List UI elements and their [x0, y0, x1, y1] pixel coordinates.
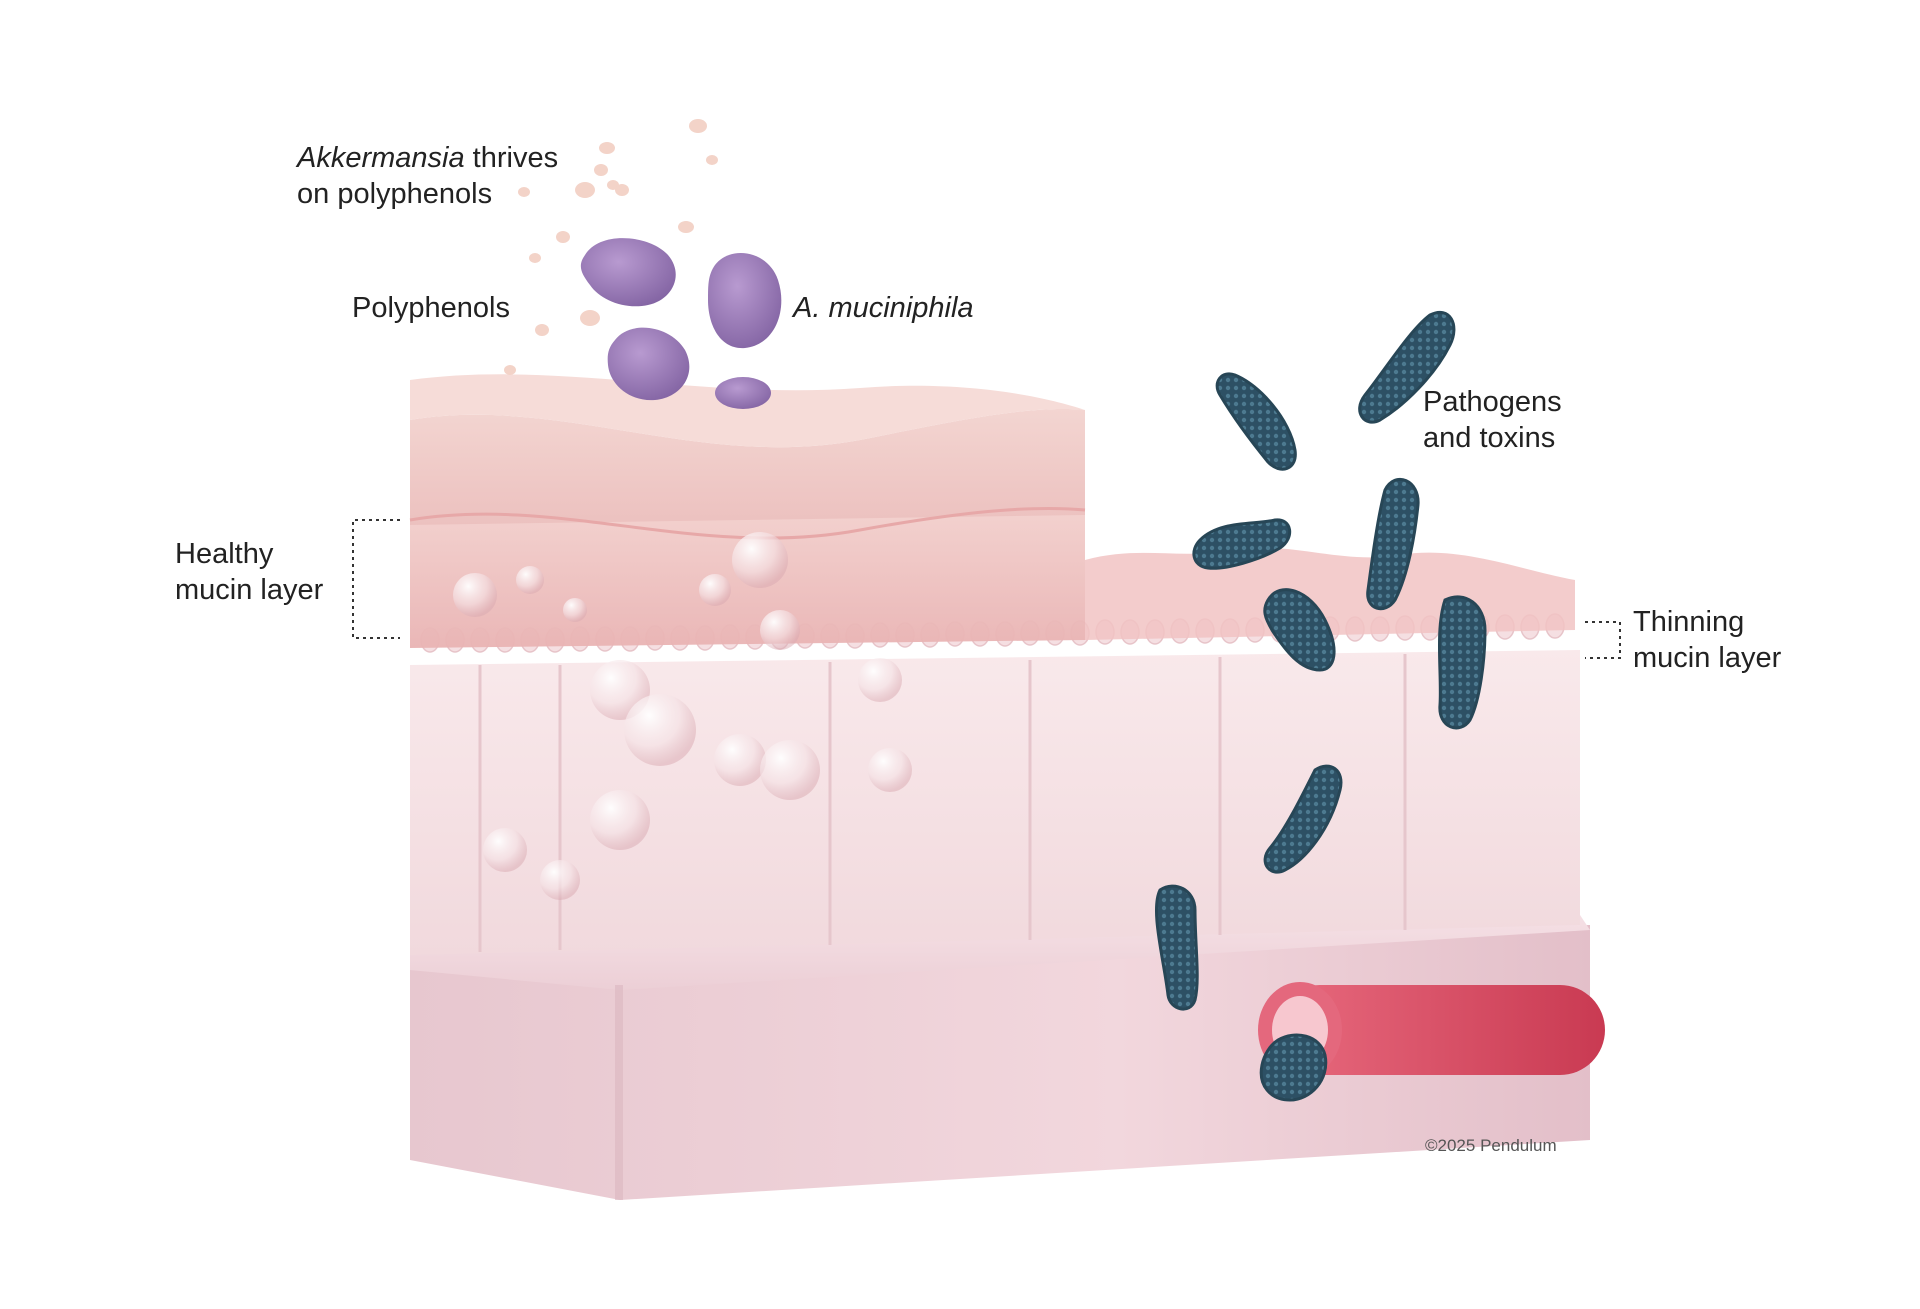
thinning-line2: mucin layer — [1633, 642, 1782, 674]
healthy-mucin-bracket — [352, 519, 400, 639]
thinning-mucin-layer — [1085, 547, 1575, 640]
akkermansia-italic: Akkermansia — [297, 142, 465, 174]
pathogens-line2: and toxins — [1423, 422, 1556, 454]
pathogens-line1: Pathogens — [1423, 386, 1562, 418]
akkermansia-bacteria — [580, 238, 782, 409]
polyphenols-label: Polyphenols — [352, 292, 510, 324]
a-muciniphila-label: A. muciniphila — [793, 292, 974, 324]
epithelium — [410, 613, 1580, 955]
healthy-line1: Healthy — [175, 538, 274, 570]
healthy-mucin-block — [409, 374, 1086, 648]
akkermansia-caption: Akkermansia thrives on polyphenols — [297, 140, 558, 212]
akkermansia-line2: on polyphenols — [297, 178, 493, 210]
akkermansia-rest: thrives — [464, 142, 559, 174]
healthy-line2: mucin layer — [175, 574, 324, 606]
pathogens-label: Pathogens and toxins — [1423, 384, 1562, 456]
pathogens — [1154, 310, 1487, 1102]
thinning-line1: Thinning — [1633, 606, 1745, 638]
thinning-mucin-bracket — [1585, 621, 1621, 659]
mucus-droplets — [453, 532, 912, 900]
thinning-mucin-label: Thinning mucin layer — [1633, 604, 1781, 676]
copyright-notice: ©2025 Pendulum — [1425, 1136, 1557, 1155]
healthy-mucin-label: Healthy mucin layer — [175, 536, 323, 608]
